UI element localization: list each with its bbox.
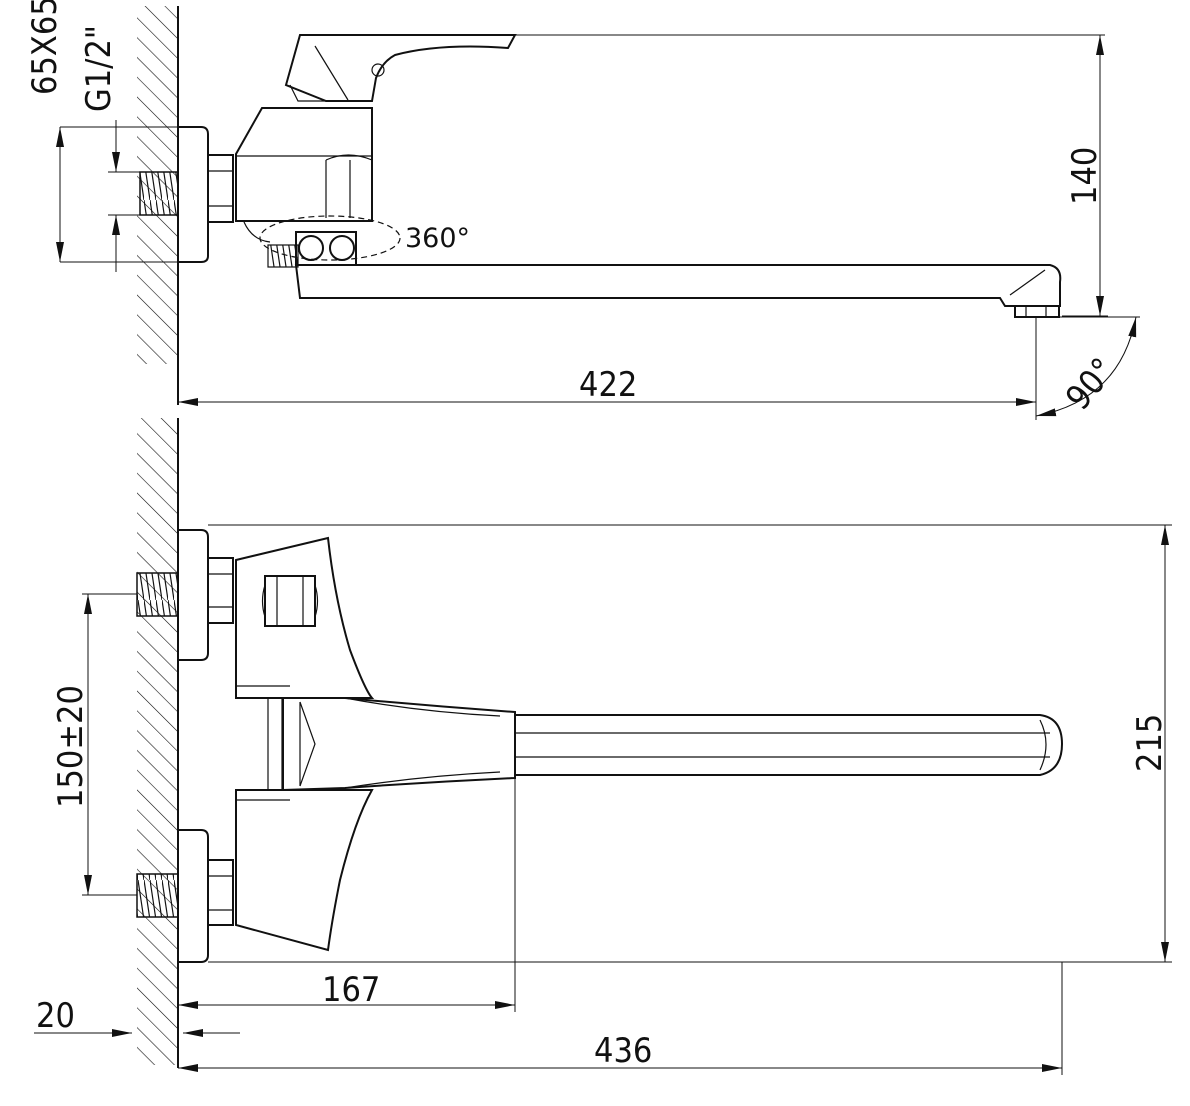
front-view: 150±20 215 167 20 436 [34, 418, 1172, 1075]
threaded-pipe-upper [136, 572, 179, 617]
label-swivel-angle: 360° [405, 223, 470, 254]
label-spout-height: 140 [1065, 147, 1105, 205]
mixer-body-front-lower [235, 789, 374, 952]
swivel-coupling [243, 215, 401, 268]
spout-side [294, 264, 1062, 307]
label-spout-reach-side: 422 [579, 365, 637, 405]
wall-flange-side [178, 126, 209, 263]
connector-nut-upper [207, 557, 234, 624]
side-view: 65X65 G1/2" 360° 140 422 90° [25, 0, 1140, 420]
lever-handle-side [284, 34, 517, 102]
threaded-pipe-lower [136, 873, 179, 918]
body-strut [267, 697, 283, 791]
wall-flange-lower [178, 829, 209, 963]
aerator-side [1014, 305, 1060, 318]
mixer-body-front-upper [235, 536, 375, 699]
cartridge-square [264, 575, 316, 627]
label-handle-reach: 167 [322, 970, 380, 1010]
label-spout-tip-angle: 90° [1058, 351, 1123, 418]
label-wall-flange-size: 65X65 [25, 0, 65, 95]
mixer-body-side [235, 107, 373, 222]
label-wall-offset: 20 [36, 996, 75, 1036]
label-total-reach-front: 436 [594, 1031, 652, 1071]
lever-handle-front [282, 697, 516, 792]
label-total-height-front: 215 [1130, 714, 1170, 772]
wall-hatch-front [137, 418, 178, 1065]
label-inlet-spacing: 150±20 [51, 685, 91, 808]
label-thread-size: G1/2" [79, 25, 119, 112]
wall-flange-upper [178, 529, 209, 661]
threaded-pipe-side [139, 171, 179, 216]
connector-nut-lower [207, 859, 234, 926]
spout-front [514, 714, 1064, 776]
connector-nut-side [207, 154, 234, 223]
